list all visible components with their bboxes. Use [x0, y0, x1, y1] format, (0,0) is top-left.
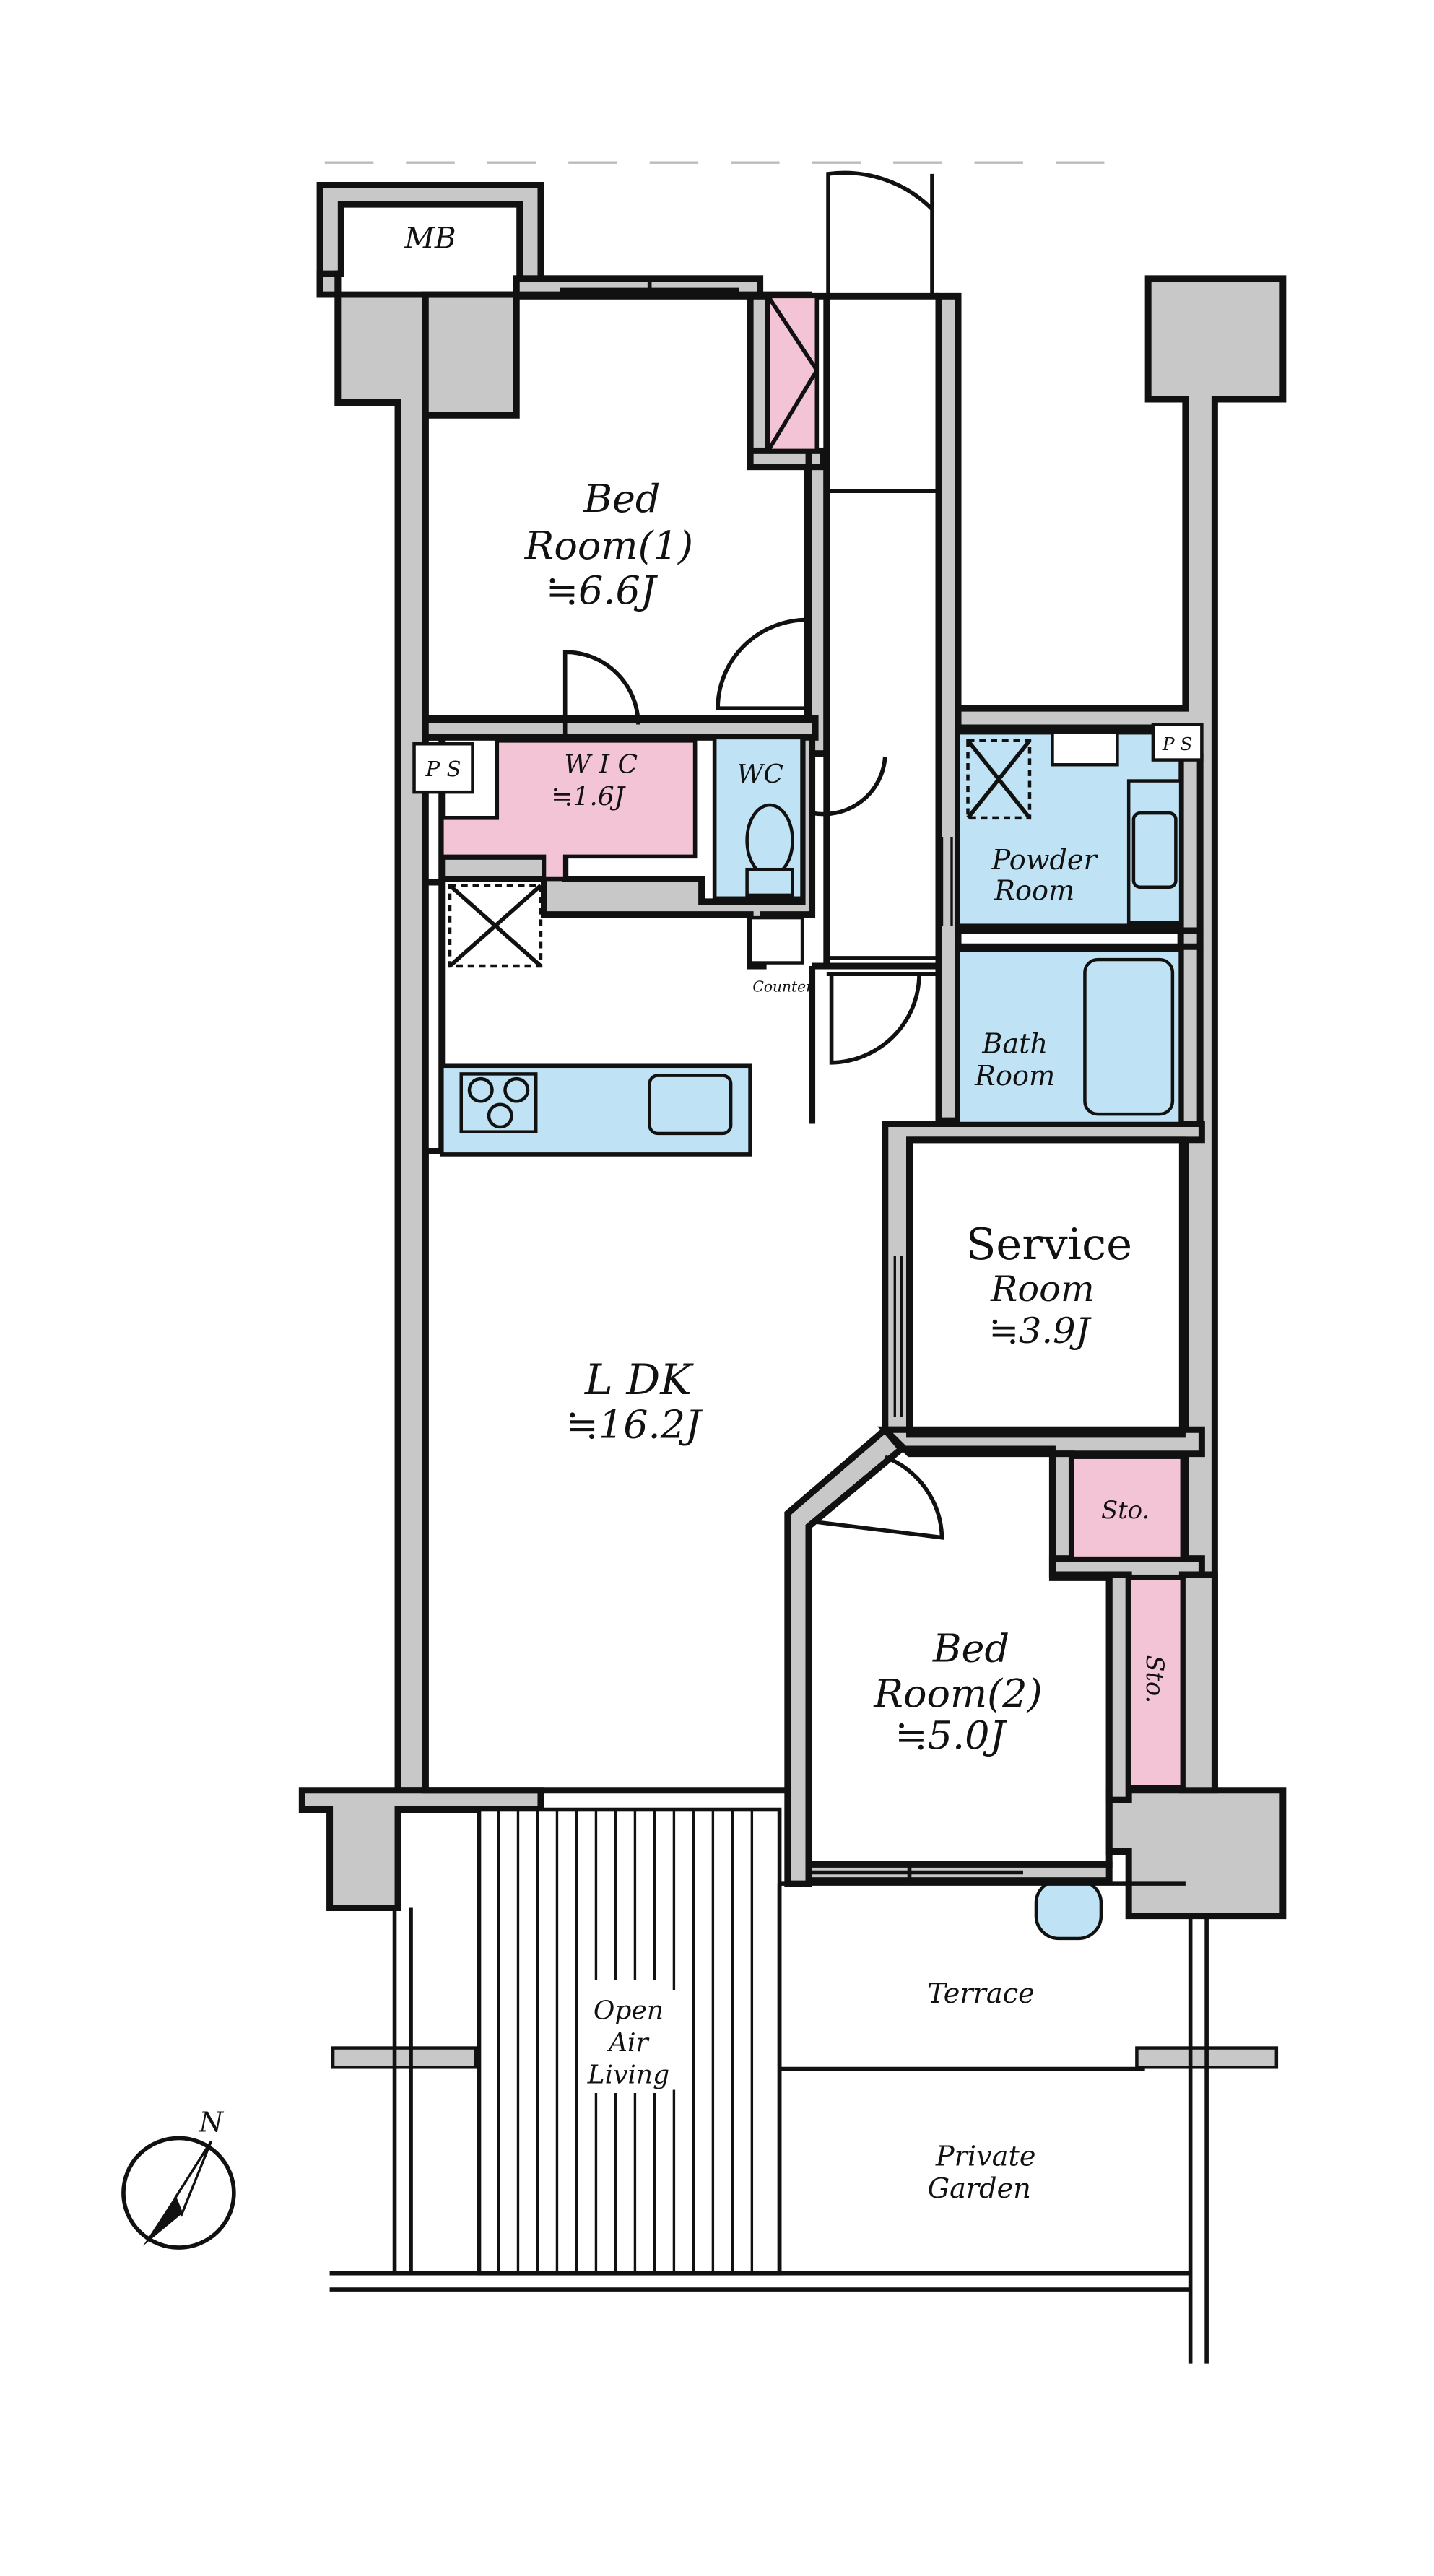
north-label: N — [199, 2107, 225, 2138]
bath-room-area — [956, 947, 1183, 1126]
service-room-label: Service — [966, 1219, 1132, 1270]
bath-room-label: Bath — [981, 1028, 1048, 1060]
service-room-label-2: Room — [990, 1268, 1095, 1310]
terrace-label: Terrace — [927, 1977, 1035, 2009]
stove-icon — [459, 1072, 538, 1133]
compass — [121, 2136, 236, 2250]
storage-1 — [1069, 1455, 1185, 1561]
labels: MB P S P S Bed Room(1) ≒6.6J W I C ≒1.6J… — [199, 222, 1193, 2204]
wic-size: ≒1.6J — [551, 782, 625, 811]
sink-icon — [1131, 811, 1178, 889]
bedroom1-label-2: Room(1) — [524, 523, 693, 568]
ps-left-label: P S — [425, 757, 461, 781]
ldk-label: L DK — [584, 1355, 694, 1404]
bedroom1-size: ≒6.6J — [546, 567, 659, 613]
kitchen-sink-icon — [648, 1074, 733, 1136]
storage-2 — [1126, 1575, 1185, 1790]
counter-box — [748, 915, 804, 965]
private-garden-label-2: Garden — [928, 2172, 1031, 2204]
private-garden-label: Private — [935, 2141, 1036, 2172]
range-hood — [448, 884, 543, 968]
bedroom2-size: ≒5.0J — [895, 1713, 1007, 1758]
counter-label: Counter — [752, 978, 814, 996]
bath-room-label-2: Room — [974, 1060, 1055, 1092]
washer-icon — [966, 739, 1032, 820]
outdoor-unit — [1034, 1879, 1103, 1941]
storage-1-label: Sto. — [1101, 1496, 1150, 1524]
wic-area — [439, 739, 698, 882]
powder-room-label: Powder — [991, 844, 1099, 876]
pipe-space-left — [412, 742, 474, 794]
kitchen-counter — [439, 1063, 752, 1157]
toilet-icon — [745, 803, 794, 878]
storage-areas — [439, 294, 1185, 1790]
bedroom2-label: Bed — [932, 1626, 1009, 1671]
storage-2-label: Sto. — [1141, 1655, 1169, 1704]
service-room-size: ≒3.9J — [988, 1310, 1092, 1352]
ps-right-label: P S — [1162, 734, 1192, 754]
open-air-living-label: Open — [594, 1996, 664, 2026]
wic-label: W I C — [564, 750, 638, 780]
wet-areas — [439, 730, 1183, 1941]
window-ticks — [893, 837, 953, 1417]
ldk-size: ≒16.2J — [566, 1402, 704, 1448]
open-air-living-label-3: Living — [587, 2061, 669, 2090]
bedroom2-label-2: Room(2) — [873, 1671, 1042, 1716]
entry-storage — [766, 294, 820, 453]
wc-label: WC — [736, 760, 783, 789]
bedroom1-label: Bed — [583, 476, 660, 521]
bathtub-icon — [1083, 957, 1175, 1116]
pipe-space-right — [1151, 723, 1204, 762]
powder-room-label-2: Room — [994, 875, 1074, 907]
open-air-living-label-2: Air — [607, 2028, 650, 2058]
mb-label: MB — [404, 222, 456, 256]
